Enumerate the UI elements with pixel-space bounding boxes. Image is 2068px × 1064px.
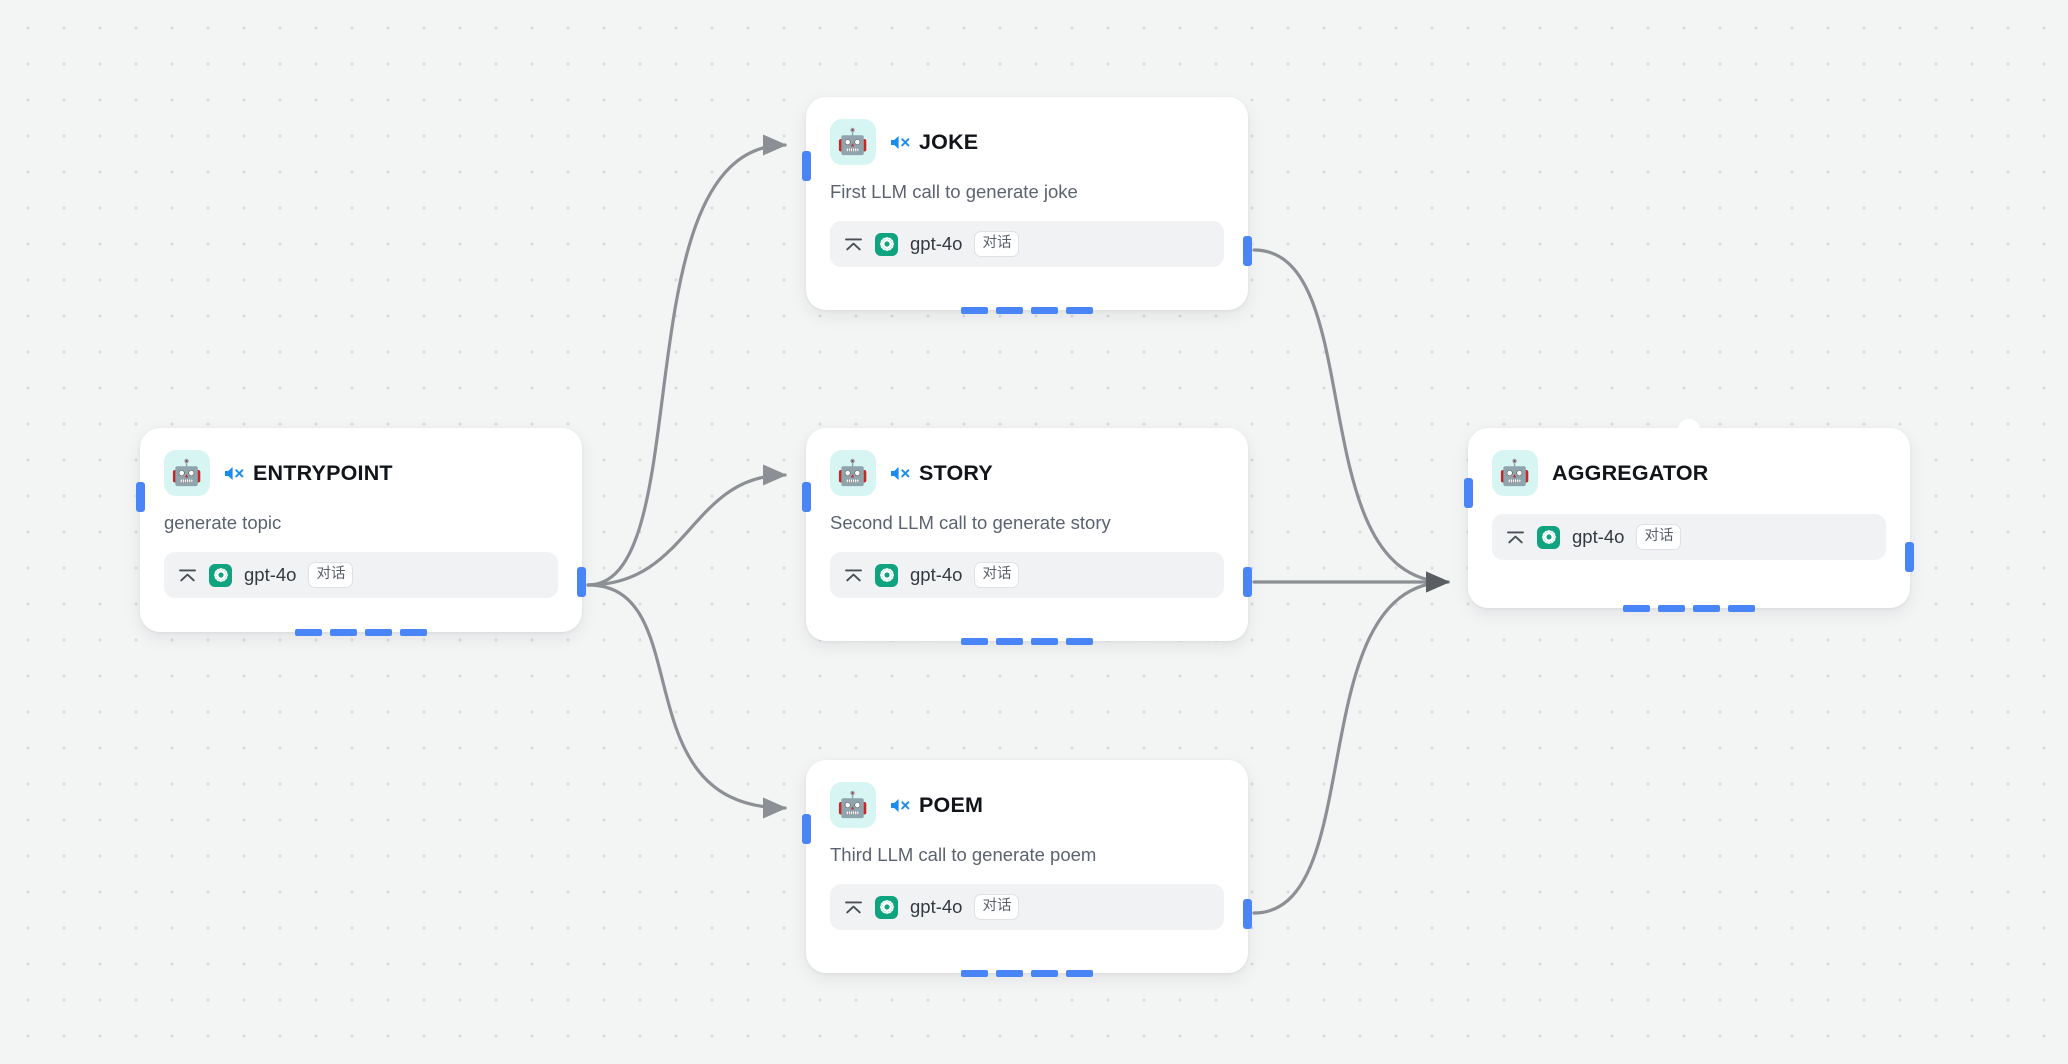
node-title-wrap: STORY bbox=[890, 461, 993, 486]
model-type-tag: 对话 bbox=[974, 231, 1020, 257]
collapse-icon[interactable] bbox=[178, 567, 197, 584]
node-title-wrap: JOKE bbox=[890, 130, 978, 155]
node-title-wrap: AGGREGATOR bbox=[1552, 461, 1709, 486]
input-port[interactable] bbox=[802, 151, 811, 181]
openai-logo-icon bbox=[1537, 525, 1560, 549]
speaker-mute-icon[interactable] bbox=[890, 797, 912, 814]
node-header: 🤖 STORY bbox=[830, 450, 1224, 496]
model-name: gpt-4o bbox=[910, 896, 963, 917]
model-selector[interactable]: gpt-4o 对话 bbox=[830, 884, 1224, 930]
model-type-tag: 对话 bbox=[974, 894, 1020, 920]
collapse-icon[interactable] bbox=[844, 899, 863, 916]
model-name: gpt-4o bbox=[910, 233, 963, 254]
openai-logo-icon bbox=[875, 895, 898, 919]
node-title: ENTRYPOINT bbox=[253, 460, 393, 485]
node-header: 🤖 AGGREGATOR bbox=[1492, 450, 1886, 496]
robot-avatar-icon: 🤖 bbox=[830, 119, 876, 165]
model-type-tag: 对话 bbox=[974, 562, 1020, 588]
model-type-tag: 对话 bbox=[308, 562, 354, 588]
output-port[interactable] bbox=[577, 567, 586, 597]
output-port[interactable] bbox=[1243, 899, 1252, 929]
collapse-icon[interactable] bbox=[1506, 529, 1525, 546]
node-header: 🤖 ENTRYPOINT bbox=[164, 450, 558, 496]
node-title: POEM bbox=[919, 792, 984, 817]
output-port[interactable] bbox=[1905, 542, 1914, 572]
collapse-icon[interactable] bbox=[844, 236, 863, 253]
node-description: generate topic bbox=[164, 512, 282, 533]
node-title: AGGREGATOR bbox=[1552, 460, 1709, 485]
node-top-notch bbox=[1678, 419, 1700, 437]
node-status-dashes bbox=[961, 307, 1093, 314]
node-title: STORY bbox=[919, 460, 993, 485]
node-entrypoint[interactable]: 🤖 ENTRYPOINT generate topic gpt-4o 对话 bbox=[136, 428, 586, 636]
speaker-mute-icon[interactable] bbox=[890, 465, 912, 482]
node-title: JOKE bbox=[919, 129, 979, 154]
openai-logo-icon bbox=[875, 563, 898, 587]
node-title-wrap: ENTRYPOINT bbox=[224, 461, 393, 486]
node-title-wrap: POEM bbox=[890, 793, 983, 818]
speaker-mute-icon[interactable] bbox=[890, 134, 912, 151]
model-name: gpt-4o bbox=[910, 564, 963, 585]
output-port[interactable] bbox=[1243, 236, 1252, 266]
edge-entrypoint-joke bbox=[586, 134, 787, 587]
robot-avatar-icon: 🤖 bbox=[830, 450, 876, 496]
input-port[interactable] bbox=[136, 482, 145, 512]
node-status-dashes bbox=[1623, 605, 1755, 612]
node-description: First LLM call to generate joke bbox=[830, 181, 1078, 202]
node-status-dashes bbox=[961, 970, 1093, 977]
openai-logo-icon bbox=[209, 563, 232, 587]
model-selector[interactable]: gpt-4o 对话 bbox=[830, 221, 1224, 267]
robot-avatar-icon: 🤖 bbox=[1492, 450, 1538, 496]
model-type-tag: 对话 bbox=[1636, 524, 1682, 550]
model-name: gpt-4o bbox=[244, 564, 297, 585]
edge-entrypoint-story bbox=[586, 464, 787, 587]
input-port[interactable] bbox=[802, 814, 811, 844]
node-description: Third LLM call to generate poem bbox=[830, 844, 1097, 865]
robot-avatar-icon: 🤖 bbox=[164, 450, 210, 496]
speaker-mute-icon[interactable] bbox=[224, 465, 246, 482]
node-header: 🤖 JOKE bbox=[830, 119, 1224, 165]
node-status-dashes bbox=[295, 629, 427, 636]
node-header: 🤖 POEM bbox=[830, 782, 1224, 828]
node-aggregator[interactable]: 🤖 AGGREGATOR gpt-4o 对话 bbox=[1464, 419, 1914, 612]
node-poem[interactable]: 🤖 POEM Third LLM call to generate poem gpt-… bbox=[802, 760, 1252, 977]
edge-entrypoint-poem bbox=[586, 583, 787, 819]
node-description: Second LLM call to generate story bbox=[830, 512, 1111, 533]
model-selector[interactable]: gpt-4o 对话 bbox=[830, 552, 1224, 598]
node-status-dashes bbox=[961, 638, 1093, 645]
model-selector[interactable]: gpt-4o 对话 bbox=[1492, 514, 1886, 560]
robot-avatar-icon: 🤖 bbox=[830, 782, 876, 828]
input-port[interactable] bbox=[1464, 478, 1473, 508]
node-joke[interactable]: 🤖 JOKE First LLM call to generate joke gpt-… bbox=[802, 97, 1252, 314]
input-port[interactable] bbox=[802, 482, 811, 512]
output-port[interactable] bbox=[1243, 567, 1252, 597]
openai-logo-icon bbox=[875, 232, 898, 256]
edge-poem-aggregator bbox=[1252, 571, 1450, 915]
node-story[interactable]: 🤖 STORY Second LLM call to generate story g… bbox=[802, 428, 1252, 645]
model-selector[interactable]: gpt-4o 对话 bbox=[164, 552, 558, 598]
collapse-icon[interactable] bbox=[844, 567, 863, 584]
model-name: gpt-4o bbox=[1572, 526, 1625, 547]
edge-joke-aggregator bbox=[1252, 248, 1450, 593]
